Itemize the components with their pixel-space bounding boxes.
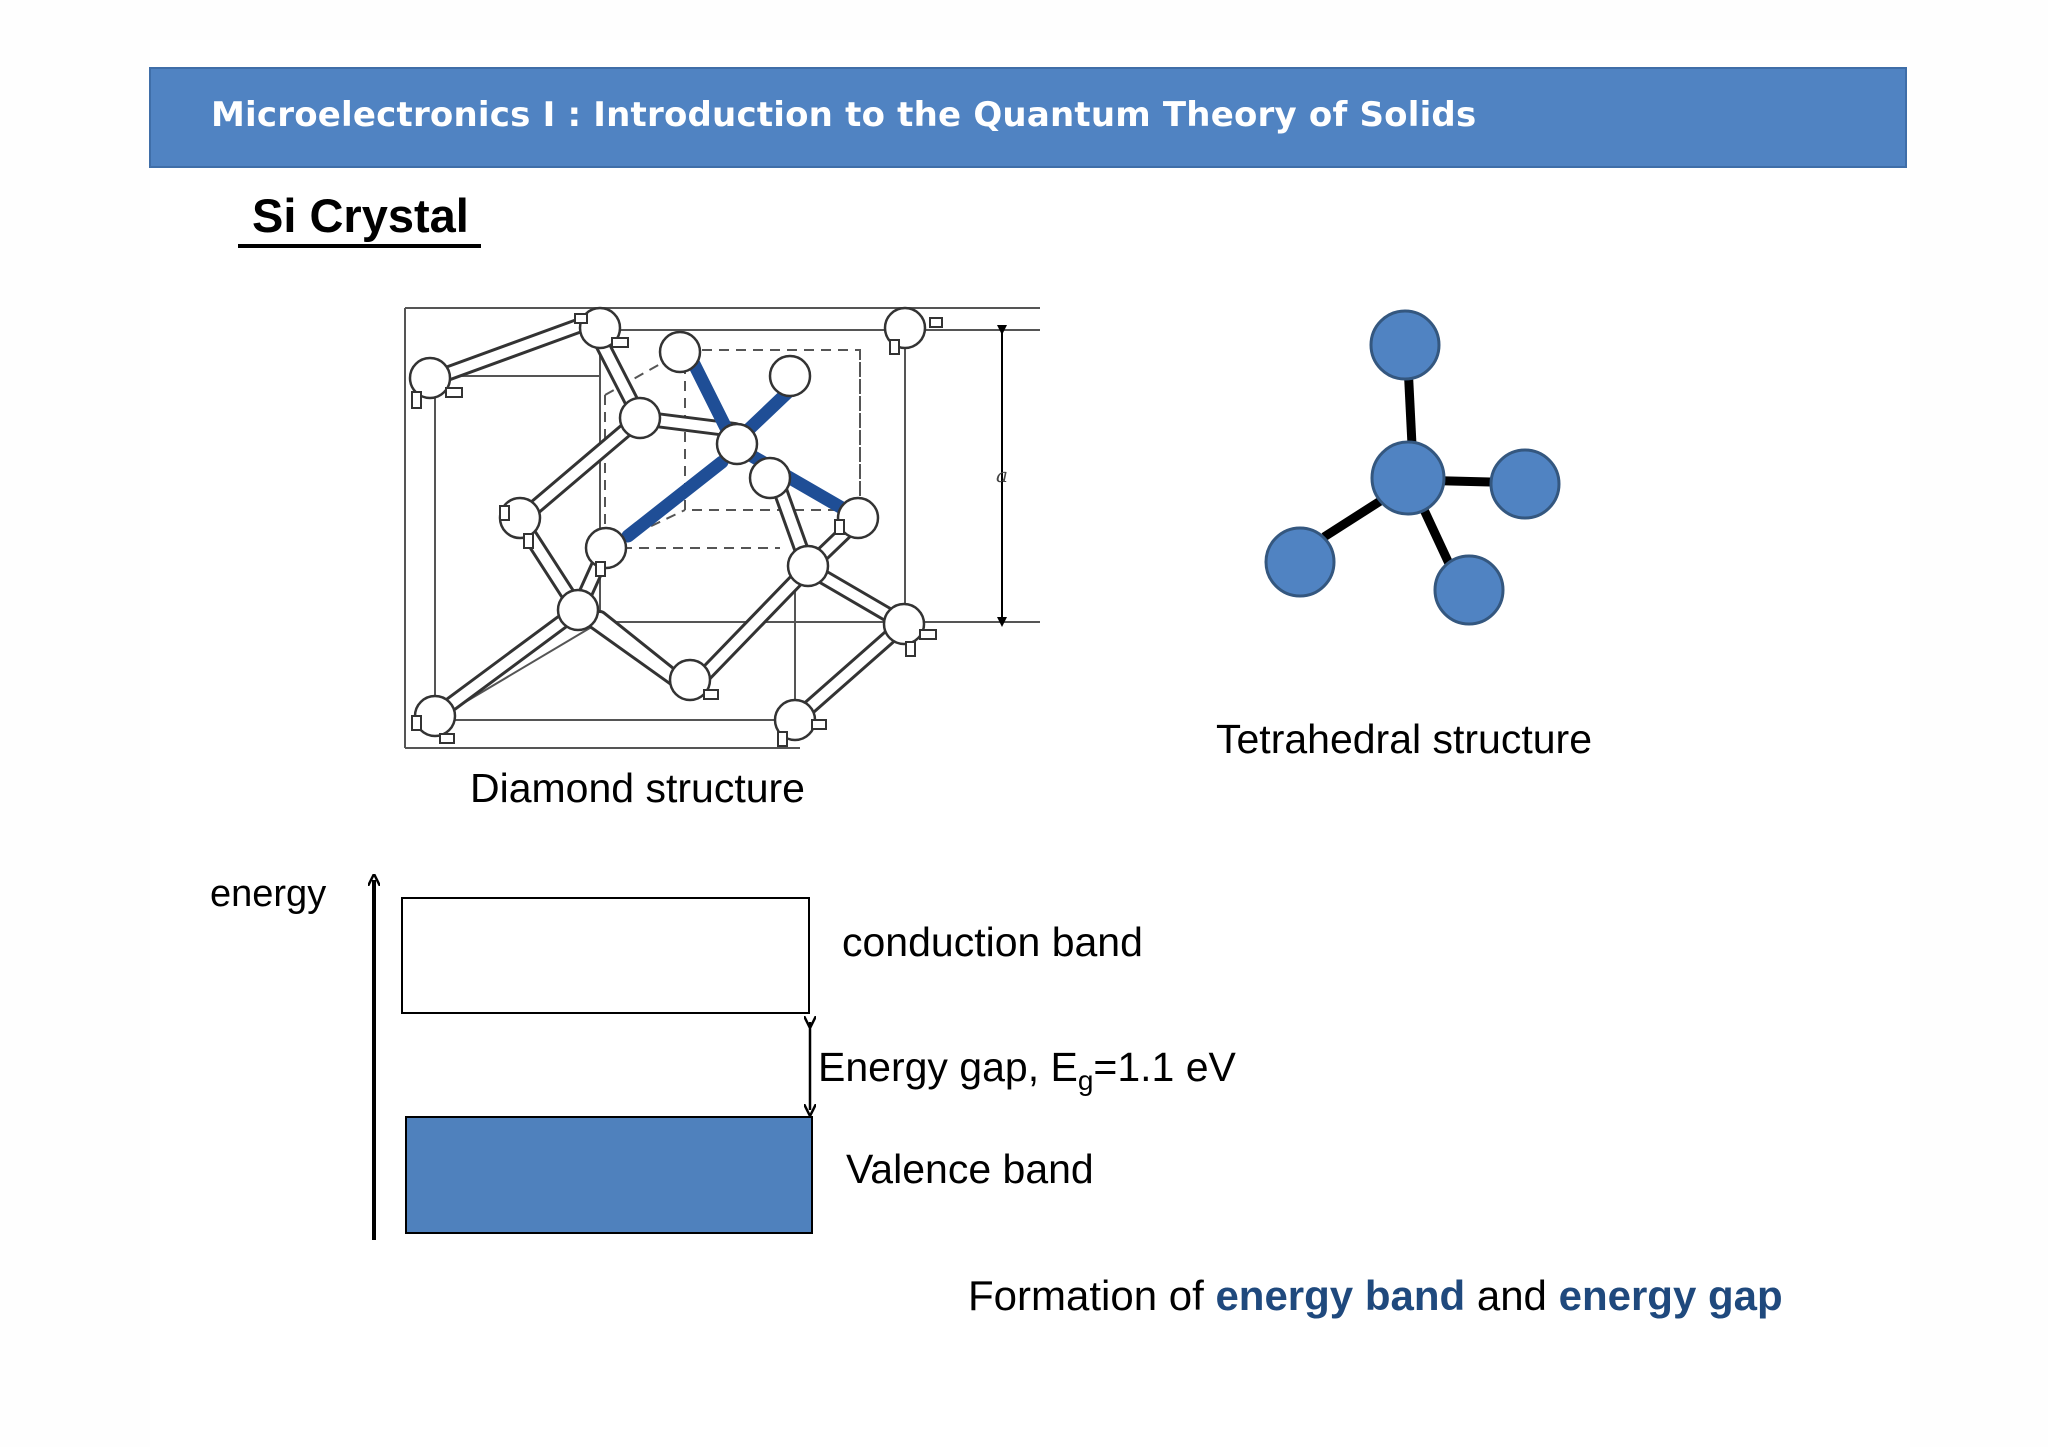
header-bar: Microelectronics I : Introduction to the… (149, 67, 1907, 168)
atom-bottom (1433, 554, 1505, 626)
conduction-band-label: conduction band (842, 919, 1143, 965)
gap-value: =1.1 eV (1093, 1044, 1236, 1090)
valence-band-box (405, 1116, 813, 1234)
bond-stubs (411, 313, 943, 747)
atom-right (1489, 448, 1561, 520)
conduction-band-box (401, 897, 810, 1014)
tetrahedral-diagram (1264, 309, 1561, 626)
diamond-caption: Diamond structure (470, 765, 805, 811)
diamond-structure-diagram: a (404, 306, 1040, 749)
band-diagram (374, 880, 812, 1240)
bottom-caption: Formation of energy band and energy gap (968, 1272, 1783, 1320)
tetrahedral-caption: Tetrahedral structure (1216, 716, 1593, 762)
tetra-atoms (1264, 309, 1561, 626)
caption-highlight-energy-gap: energy gap (1558, 1272, 1783, 1319)
caption-part2: and (1465, 1272, 1559, 1319)
diamond-frame (404, 307, 1040, 749)
energy-axis-label: energy (210, 873, 327, 915)
atom-top (1369, 309, 1441, 381)
caption-part1: Formation of (968, 1272, 1216, 1319)
caption-highlight-energy-band: energy band (1215, 1272, 1466, 1319)
section-title: Si Crystal (238, 188, 481, 248)
gap-prefix: Energy gap, E (818, 1044, 1078, 1090)
energy-gap-label: Energy gap, Eg=1.1 eV (818, 1044, 1236, 1097)
gap-subscript: g (1077, 1065, 1094, 1097)
lattice-label: a (996, 463, 1008, 487)
atom-center (1370, 440, 1446, 516)
lattice-atoms (408, 306, 927, 742)
atom-left (1264, 526, 1336, 598)
valence-band-label: Valence band (846, 1146, 1094, 1192)
header-title: Microelectronics I : Introduction to the… (211, 95, 1477, 135)
lattice-dimension: a (996, 325, 1008, 627)
